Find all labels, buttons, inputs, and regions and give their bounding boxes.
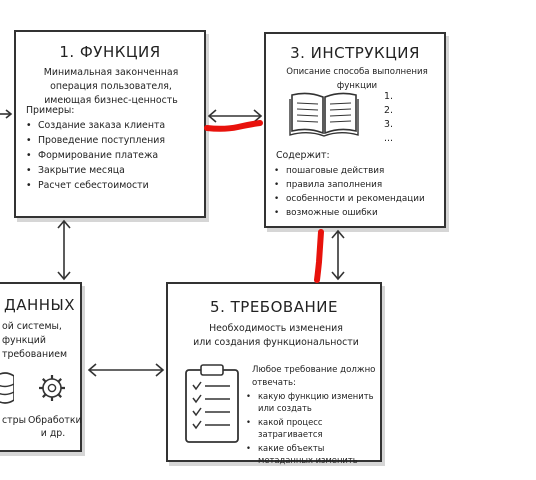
card-requirement-description: Необходимость изменения или создания фун… bbox=[193, 323, 359, 348]
arrow-function-data bbox=[56, 218, 72, 282]
card-instruction: 3. ИНСТРУКЦИЯ Описание способа выполнени… bbox=[264, 32, 446, 228]
card-data-lines: ой системы, функций требованием bbox=[2, 320, 67, 362]
list-number: ... bbox=[384, 133, 393, 144]
arrow-function-instruction bbox=[206, 108, 264, 124]
list-item: возможные ошибки bbox=[274, 206, 444, 220]
card-function-title: 1. ФУНКЦИЯ bbox=[59, 43, 161, 61]
card-function-description: Минимальная законченная операция пользов… bbox=[43, 67, 179, 106]
card-function: 1. ФУНКЦИЯ Минимальная законченная опера… bbox=[14, 30, 206, 218]
card-data: ДАННЫХ ой системы, функций требованием с… bbox=[0, 282, 82, 452]
examples-label: Примеры: bbox=[26, 105, 75, 116]
red-highlight-horizontal bbox=[204, 118, 264, 134]
list-item: какие объекты метаданных изменить bbox=[246, 442, 380, 466]
database-icon bbox=[0, 372, 14, 404]
req-intro: Любое требование должно отвечать: bbox=[252, 365, 376, 388]
gear-icon bbox=[38, 374, 66, 402]
contents-list: пошаговые действия правила заполнения ос… bbox=[274, 164, 444, 220]
list-number: 1. bbox=[384, 91, 393, 102]
list-item: пошаговые действия bbox=[274, 164, 444, 178]
list-item: особенности и рекомендации bbox=[274, 192, 444, 206]
card-requirement-title: 5. ТРЕБОВАНИЕ bbox=[210, 298, 338, 316]
list-item: какую функцию изменить или создать bbox=[246, 390, 380, 414]
card-data-title: ДАННЫХ bbox=[4, 296, 76, 314]
list-item: Создание заказа клиента bbox=[26, 118, 206, 133]
red-highlight-vertical bbox=[312, 228, 328, 284]
card-instruction-description: Описание способа выполнения функции bbox=[286, 67, 428, 91]
text-line: ой системы, bbox=[2, 321, 62, 332]
left-edge-arrow bbox=[0, 108, 14, 120]
clipboard-icon bbox=[184, 364, 240, 444]
list-item: какой процесс затрагивается bbox=[246, 416, 380, 440]
icon-label-processing: Обработки и др. bbox=[28, 415, 82, 439]
text-line: требованием bbox=[2, 349, 68, 360]
contents-label: Содержит: bbox=[276, 150, 330, 161]
list-number: 2. bbox=[384, 105, 393, 116]
list-number: 3. bbox=[384, 119, 393, 130]
card-instruction-title: 3. ИНСТРУКЦИЯ bbox=[290, 44, 420, 62]
list-item: Формирование платежа bbox=[26, 148, 206, 163]
list-item: Проведение поступления bbox=[26, 133, 206, 148]
list-item: правила заполнения bbox=[274, 178, 444, 192]
numbered-list: 1. 2. 3. ... bbox=[384, 90, 393, 146]
card-requirement: 5. ТРЕБОВАНИЕ Необходимость изменения ил… bbox=[166, 282, 382, 465]
book-icon bbox=[288, 89, 360, 139]
examples-list: Создание заказа клиента Проведение посту… bbox=[26, 118, 206, 193]
list-item: Закрытие месяца bbox=[26, 163, 206, 178]
text-line: функций bbox=[2, 335, 46, 346]
req-list: какую функцию изменить или создать какой… bbox=[246, 390, 380, 466]
icon-label-registers: стры bbox=[2, 415, 26, 426]
arrow-instruction-requirement bbox=[330, 228, 346, 282]
list-item: Расчет себестоимости bbox=[26, 178, 206, 193]
arrow-data-requirement bbox=[86, 362, 166, 378]
